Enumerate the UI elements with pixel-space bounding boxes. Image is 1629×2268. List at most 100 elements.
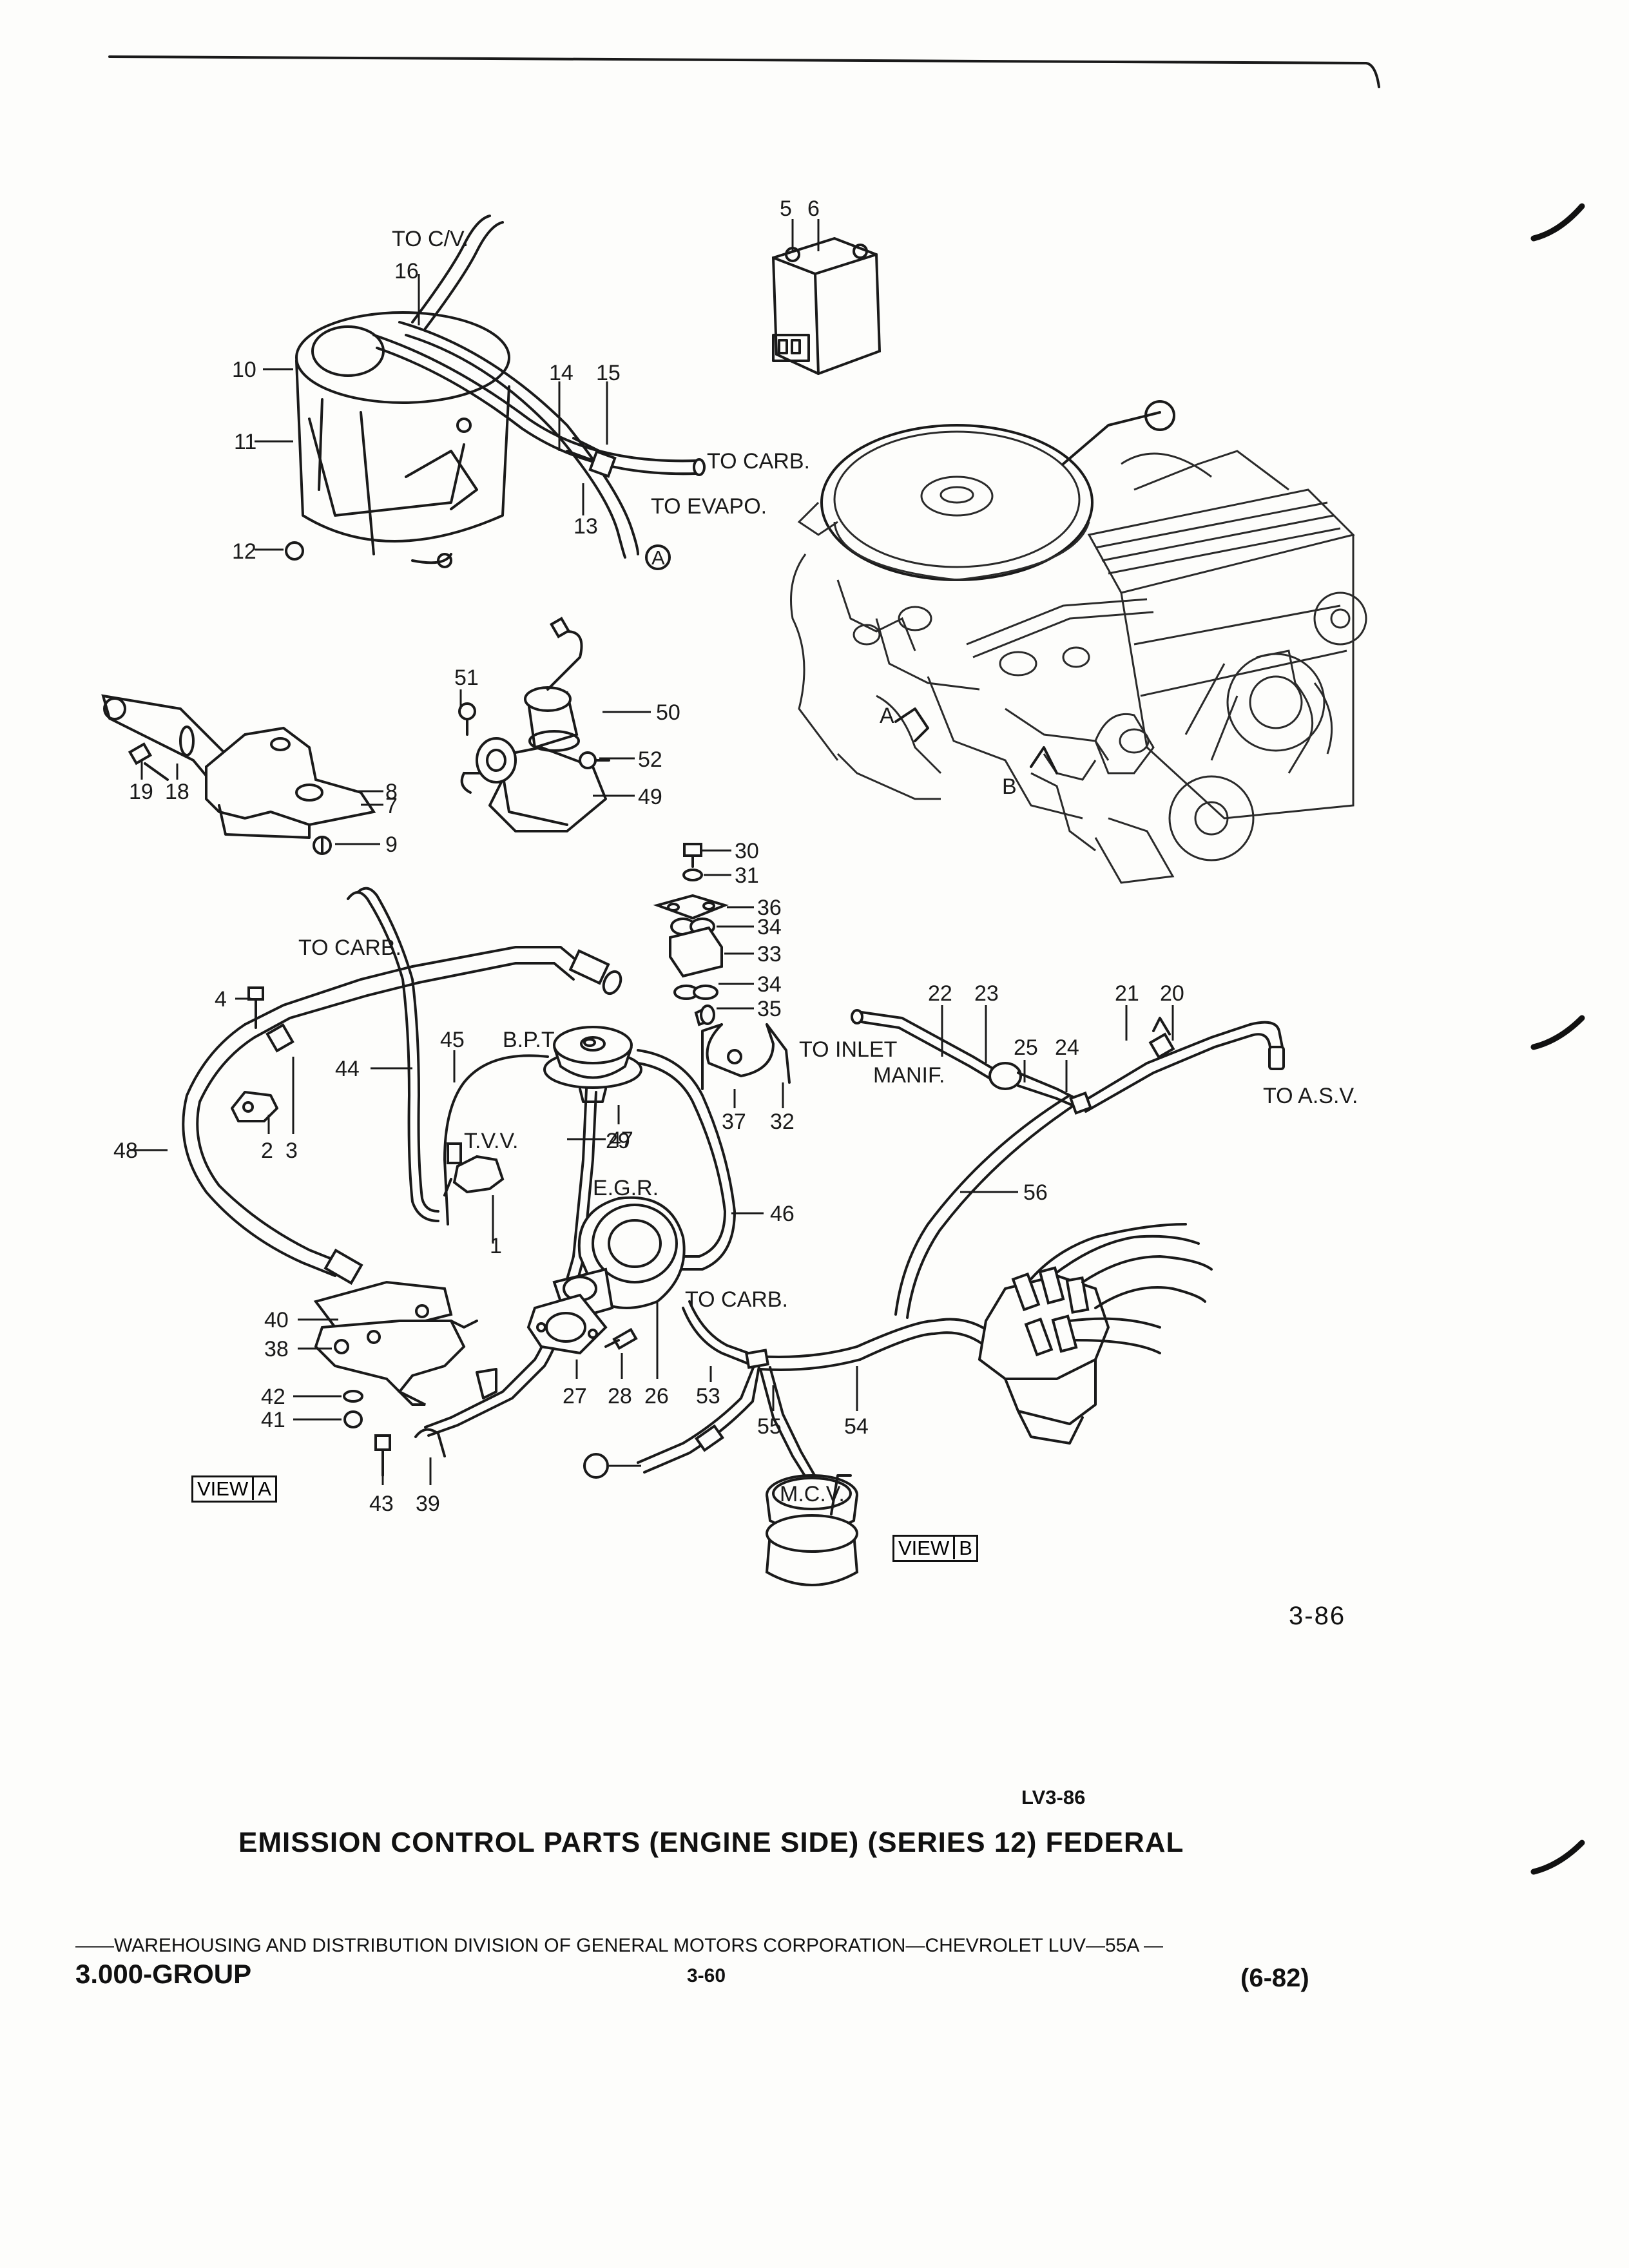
hose-joint (694, 1424, 725, 1452)
engine-illustration (790, 400, 1367, 884)
hose-fitting-end (602, 970, 622, 995)
note-manif: MANIF. (873, 1063, 945, 1088)
callout-34a: 34 (757, 915, 782, 939)
hose-55 (643, 1358, 762, 1474)
hose-joint-24 (1069, 1091, 1092, 1115)
vacuum-valve-23 (988, 1062, 1022, 1090)
label-bpt: B.P.T (503, 1028, 555, 1052)
callout-3: 3 (285, 1139, 298, 1163)
callout-15: 15 (596, 361, 621, 385)
binder-mark (1530, 1015, 1585, 1050)
callout-53: 53 (696, 1384, 720, 1408)
figure-code: LV3-86 (1021, 1786, 1086, 1809)
callout-49: 49 (638, 785, 662, 809)
callout-51: 51 (454, 666, 479, 690)
callout-6: 6 (807, 197, 820, 221)
egr-valve (526, 1196, 686, 1355)
callout-47: 47 (609, 1128, 633, 1152)
callout-45: 45 (440, 1028, 465, 1052)
circle-a-letter: A (651, 546, 665, 569)
bpt-valve (543, 1026, 642, 1103)
callout-24: 24 (1055, 1035, 1079, 1060)
mcv-valve (765, 1474, 859, 1586)
circle-a-marker (583, 1453, 609, 1479)
clamp-3 (265, 1023, 294, 1053)
hose-53 (682, 1307, 755, 1367)
callout-29: 29 (606, 1129, 630, 1153)
hose-22 (856, 1010, 1007, 1077)
hose-to-mcv (759, 1368, 810, 1483)
footer-date: (6-82) (1240, 1964, 1309, 1992)
hose-21 (1081, 1021, 1284, 1103)
hose-54 (756, 1318, 994, 1358)
callout-12: 12 (232, 539, 256, 564)
callout-19: 19 (129, 780, 153, 804)
bolt-43 (374, 1434, 391, 1451)
footer-division-text: WAREHOUSING AND DISTRIBUTION DIVISION OF… (114, 1935, 1139, 1956)
callout-8: 8 (385, 780, 398, 804)
hose-56 (906, 1100, 1081, 1319)
callout-23: 23 (974, 981, 999, 1006)
callout-21: 21 (1115, 981, 1139, 1006)
callout-52: 52 (638, 747, 662, 772)
view-b-word: VIEW (898, 1537, 950, 1559)
engine-marker-b: B (1002, 774, 1017, 799)
callout-35: 35 (757, 997, 782, 1021)
hose-to-mcv (769, 1366, 820, 1483)
hose-48 (196, 1036, 343, 1264)
callout-37: 37 (722, 1110, 746, 1134)
fastener-stack-30-36 (653, 843, 791, 1090)
hose-21 (1084, 1033, 1272, 1113)
hose-46 (637, 1049, 737, 1271)
clamp-21 (1148, 1032, 1175, 1059)
callout-1: 1 (490, 1234, 502, 1258)
note-to-asv: TO A.S.V. (1263, 1084, 1358, 1108)
callout-18: 18 (165, 780, 189, 804)
callout-16: 16 (394, 259, 419, 284)
binder-mark (1530, 1840, 1585, 1875)
callout-32: 32 (770, 1110, 795, 1134)
callout-11: 11 (234, 430, 256, 454)
callout-46: 46 (770, 1202, 795, 1226)
hose-53 (688, 1300, 758, 1358)
callout-42: 42 (261, 1385, 285, 1409)
callout-41: 41 (261, 1408, 285, 1432)
callout-54: 54 (844, 1414, 869, 1439)
view-a-word: VIEW (197, 1477, 249, 1500)
hose-to-cv (424, 221, 504, 330)
engine-marker-a: A (880, 704, 894, 728)
hose-44 (356, 887, 439, 1213)
top-rule (108, 55, 1380, 88)
callout-48: 48 (113, 1139, 138, 1163)
nut-12 (285, 541, 304, 561)
distributor (978, 1223, 1213, 1445)
hose-15 (405, 334, 626, 559)
hose-to-cv (411, 215, 491, 323)
callout-56: 56 (1023, 1180, 1048, 1205)
callout-33: 33 (757, 942, 782, 966)
hose-56 (894, 1094, 1071, 1316)
hose-22 (856, 1020, 1003, 1087)
callout-40: 40 (264, 1308, 289, 1332)
bolt-4 (247, 986, 264, 1001)
note-to-cv: TO C/V. (392, 227, 468, 251)
label-egr: E.G.R. (593, 1176, 659, 1200)
bracket-38-40 (313, 1280, 478, 1406)
hose-55 (637, 1365, 755, 1464)
callout-27: 27 (563, 1384, 587, 1408)
hose-end (851, 1009, 863, 1024)
footer-page-number: 3-60 (687, 1965, 726, 1986)
callout-36: 36 (757, 896, 782, 920)
figure-title: EMISSION CONTROL PARTS (ENGINE SIDE) (SE… (238, 1827, 1184, 1858)
callout-39: 39 (416, 1492, 440, 1516)
callout-22: 22 (928, 981, 952, 1006)
callout-4: 4 (215, 987, 227, 1012)
charcoal-canister (295, 311, 510, 568)
solenoid-valve-50 (458, 617, 610, 832)
hose-48 (182, 1023, 336, 1277)
view-b-letter: B (953, 1537, 972, 1559)
callout-28: 28 (608, 1384, 632, 1408)
callout-5: 5 (780, 197, 792, 221)
